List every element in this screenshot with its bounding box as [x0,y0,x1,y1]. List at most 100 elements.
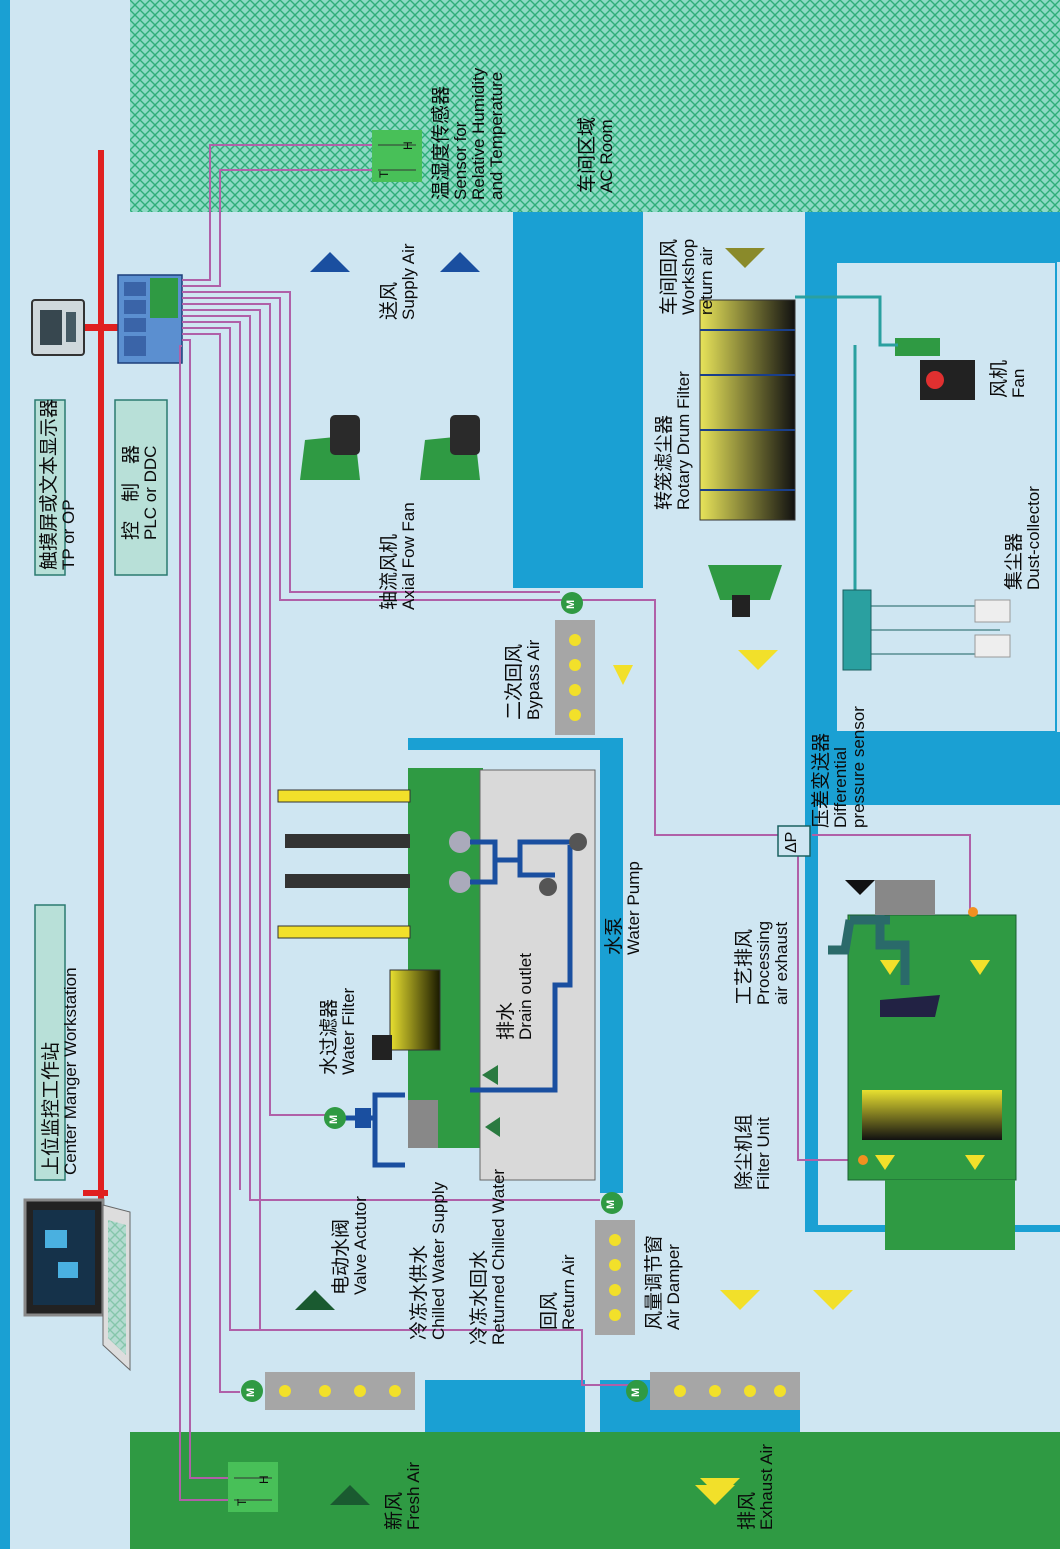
chilled-return-en: Returned Chilled Water [488,1168,508,1345]
dust-collector-label: 集尘器 Dust-collector [1004,486,1043,590]
temp-humidity-sensor-icon [372,130,422,182]
sensor-t-mark: T [377,170,391,178]
chilled-supply-zh: 冷冻水供水 [409,1244,430,1340]
valve-zh: 电动水阀 [331,1218,352,1295]
fresh-air-damper[interactable] [265,1372,415,1410]
return-air-zh: 回风 [539,1291,560,1330]
water-pump-label: 水泵 Water Pump [604,861,643,955]
sensor-en1: Sensor for [450,121,470,200]
touch-panel-icon[interactable] [31,299,85,356]
control-bus [98,150,104,1220]
spray-headers [277,789,471,939]
water-filter-zh: 水过滤器 [319,998,340,1075]
signal-wiring [179,144,971,1501]
workstation-en: Center Manger Workstation [60,967,80,1175]
rotary-drum-filter-icon [699,299,796,617]
display-zh: 触摸屏或文本显示器 [39,398,60,570]
return-air-damper[interactable] [595,1220,635,1335]
bypass-air-damper[interactable] [555,620,595,735]
ac-room-en: AC Room [596,119,616,193]
dust-collector-icon [842,589,1011,671]
motor-m-exhaust: M [630,1387,642,1397]
workshop-return-en2: return air [696,246,716,315]
drum-filter-label: 转笼滤尘器 Rotary Drum Filter [654,371,693,510]
chilled-supply-label: 冷冻水供水 Chilled Water Supply [409,1181,448,1340]
valve-label: 电动水阀 Valve Actutor [331,1196,370,1295]
diff-pressure-en2: pressure sensor [848,706,868,828]
exhaust-air-en: Exhaust Air [756,1444,776,1530]
display-box [34,399,66,576]
fan-icon [895,338,975,400]
return-motor-icon[interactable] [601,1192,623,1214]
sensor-zh: 温湿度传感器 [431,85,452,200]
valve-motor-icon[interactable] [324,1107,346,1129]
motor-m-valve: M [328,1114,340,1124]
filter-unit-en: Filter Unit [753,1117,773,1190]
chilled-supply-en: Chilled Water Supply [428,1181,448,1340]
fan-zh: 风机 [989,359,1010,398]
air-flow-arrows [613,650,853,1498]
outdoor-zone [130,1432,1060,1549]
motor-m-return: M [605,1199,617,1209]
workshop-return-label: 车间回风 Workshop return air [659,238,716,315]
axial-fan-zh: 轴流风机 [379,533,400,610]
fresh-sensor-t-mark: T [235,1498,249,1506]
ac-room-zh: 车间区域 [577,116,598,193]
drain-zh: 排水 [496,1001,517,1040]
filter-unit-label: 除尘机组 Filter Unit [734,1114,773,1190]
display-label: 触摸屏或文本显示器 TP or OP [39,398,78,570]
diff-pressure-en1: Differential [830,747,850,828]
plc-label: 控 制 器 PLC or DDC [121,444,160,540]
motor-m-bypass: M [565,599,577,609]
pump-icons [539,833,587,896]
exhaust-air-label: 排风 Exhaust Air [737,1444,776,1530]
water-filter-icon [372,969,441,1060]
water-filter-en: Water Filter [338,987,358,1075]
process-exhaust-label: 工艺排风 Processing air exhaust [734,921,791,1005]
exhaust-air-zh: 排风 [737,1491,758,1530]
supply-air-arrows [310,252,480,272]
drain-en: Drain outlet [515,953,535,1040]
valve-actuator-icon[interactable] [355,1108,371,1128]
process-exhaust-zh: 工艺排风 [734,928,755,1005]
fresh-air-en: Fresh Air [403,1461,423,1530]
chilled-return-zh: 冷冻水回水 [469,1249,490,1345]
ac-room-label: 车间区域 AC Room [577,116,616,193]
exhaust-air-damper[interactable] [650,1372,800,1410]
bypass-air-en: Bypass Air [523,639,543,720]
workstation-label: 上位监控工作站 Center Manger Workstation [41,967,80,1175]
plc-zh: 控 制 器 [121,444,142,540]
drum-filter-en: Rotary Drum Filter [673,371,693,510]
exhaust-motor-icon[interactable] [626,1380,648,1402]
workstation-monitor-icon[interactable] [23,1198,131,1372]
dust-collector-zh: 集尘器 [1004,532,1025,590]
sensor-h-mark: H [401,141,415,150]
fresh-air-label: 新风 Fresh Air [384,1461,423,1530]
filter-unit [847,880,1017,1250]
dust-collector-en: Dust-collector [1023,486,1043,590]
fresh-air-sensor-icon [228,1462,278,1512]
workshop-return-zh: 车间回风 [659,238,680,315]
workshop-return-arrow [725,248,765,268]
return-air-label: 回风 Return Air [539,1254,578,1330]
plc-rack-icon[interactable] [117,274,183,364]
diff-pressure-zh: 压差变送器 [811,732,832,828]
fresh-sensor-h-mark: H [257,1475,271,1484]
drain-label: 排水 Drain outlet [496,953,535,1040]
plc-en: PLC or DDC [140,445,160,540]
supply-air-en: Supply Air [398,243,418,320]
axial-fan-label: 轴流风机 Axial Fow Fan [379,502,418,610]
fresh-motor-icon[interactable] [241,1380,263,1402]
plc-box [114,399,168,576]
air-damper-label: 风量调节窗 Air Damper [644,1235,683,1330]
chilled-return-label: 冷冻水回水 Returned Chilled Water [469,1168,508,1345]
axial-fan-icon [300,415,480,480]
valve-en: Valve Actutor [350,1196,370,1295]
sensor-en2: Relative Humidity [468,67,488,200]
water-pump-en: Water Pump [623,861,643,955]
bypass-motor-icon[interactable] [561,592,583,614]
sensor-label: 温湿度传感器 Sensor for Relative Humidity and … [431,67,506,200]
return-air-en: Return Air [558,1254,578,1330]
bypass-air-zh: 二次回风 [504,643,525,720]
